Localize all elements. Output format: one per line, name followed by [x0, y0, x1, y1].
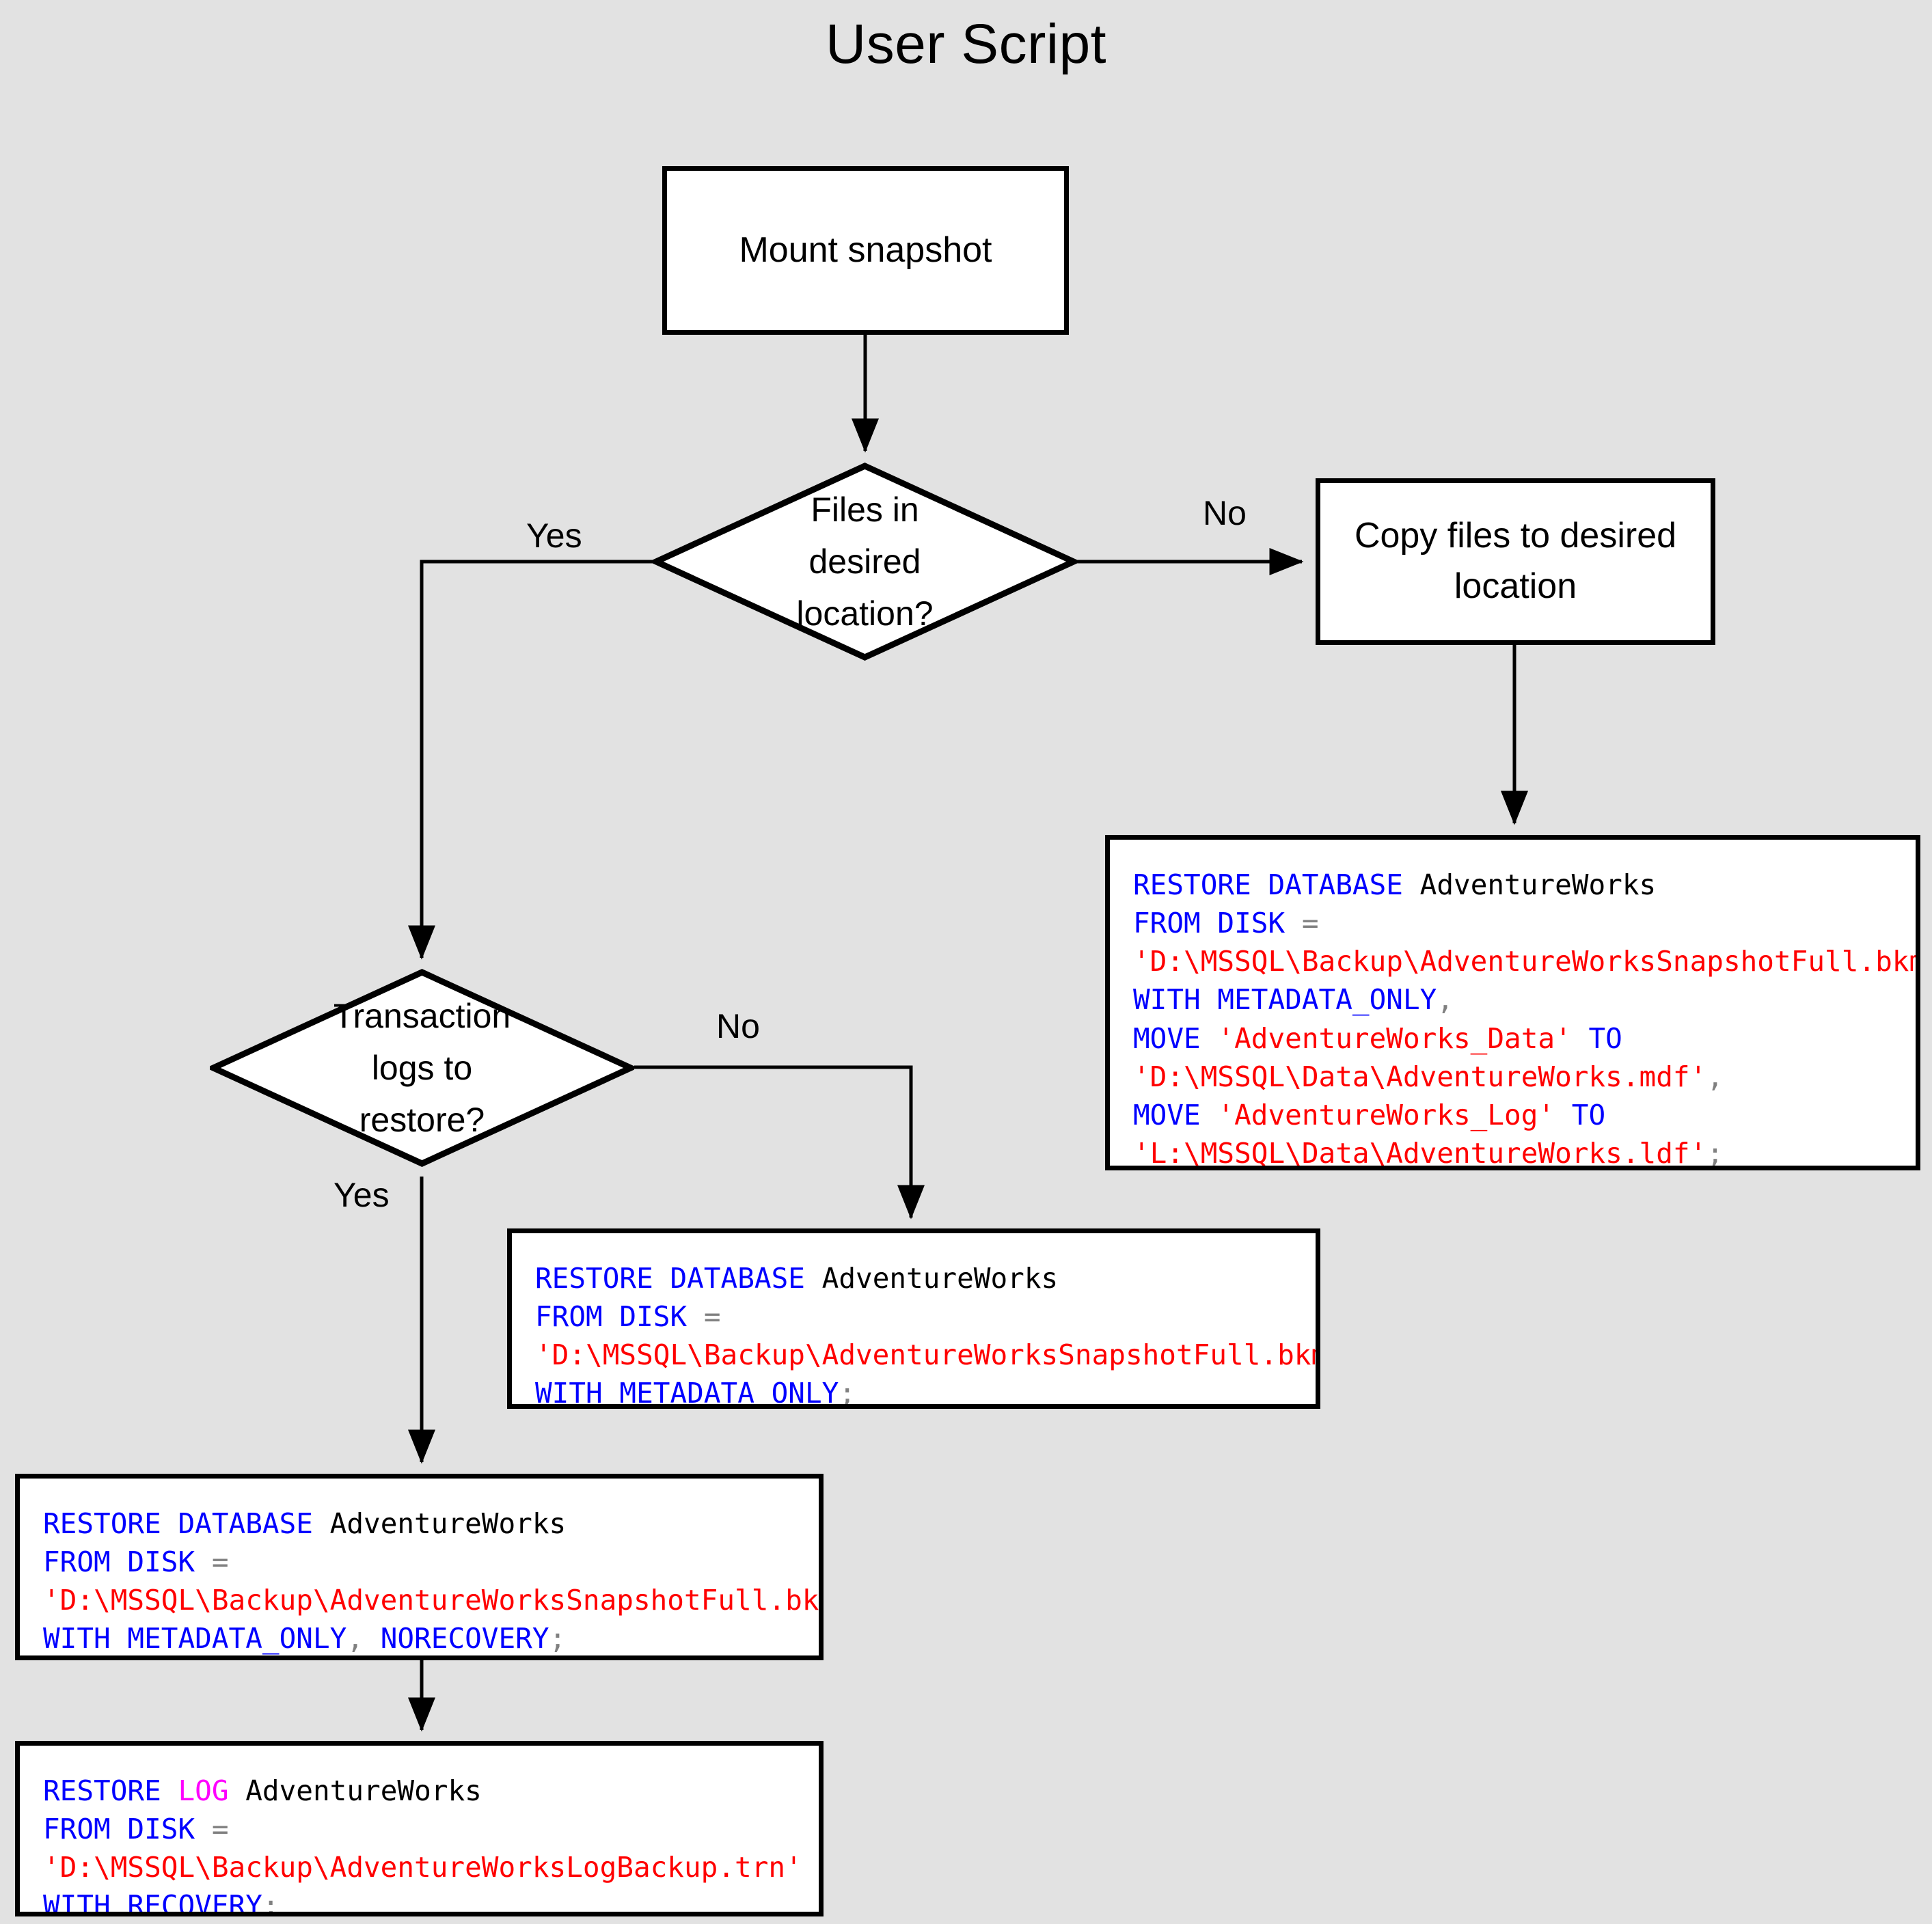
edge-label-files-no: No [1203, 494, 1247, 532]
code-line: FROM DISK = [535, 1297, 1316, 1336]
node-decision-transaction-logs-label: Transaction logs to restore? [333, 997, 511, 1139]
code-token: WITH METADATA_ONLY [43, 1622, 347, 1655]
code-token: LOG [178, 1774, 229, 1807]
diamond-shape [206, 969, 638, 1167]
code-token: , [346, 1622, 381, 1655]
code-token: 'AdventureWorks_Data' [1217, 1021, 1572, 1055]
code-token: FROM DISK [43, 1545, 212, 1579]
code-token: = [211, 1813, 229, 1846]
code-token: 'D:\MSSQL\Backup\AdventureWorksLogBackup… [43, 1851, 802, 1884]
node-decision-transaction-logs[interactable]: Transaction logs to restore? [206, 969, 638, 1167]
code-token: ; [262, 1889, 280, 1916]
code-line: RESTORE DATABASE AdventureWorks [1133, 866, 1916, 904]
code-token: WITH METADATA_ONLY [1133, 983, 1437, 1017]
code-token: ; [549, 1622, 567, 1655]
code-token: 'D:\MSSQL\Backup\AdventureWorksSnapshotF… [1133, 945, 1920, 978]
code-token: RESTORE DATABASE [535, 1262, 822, 1295]
code-line: RESTORE DATABASE AdventureWorks [535, 1259, 1316, 1297]
edge-label-logs-yes: Yes [334, 1176, 390, 1214]
code-token: = [211, 1545, 229, 1579]
code-line: WITH METADATA_ONLY, [1133, 980, 1916, 1019]
code-line: FROM DISK = [43, 1543, 819, 1581]
code-line: 'D:\MSSQL\Backup\AdventureWorksSnapshotF… [1133, 942, 1916, 980]
code-token: = [1301, 907, 1319, 940]
code-token: RESTORE DATABASE [43, 1507, 330, 1540]
code-token [229, 1774, 246, 1807]
code-line: WITH METADATA_ONLY, NORECOVERY; [43, 1619, 819, 1655]
code-token: 'L:\MSSQL\Data\AdventureWorks.ldf' [1133, 1137, 1707, 1170]
code-line: MOVE 'AdventureWorks_Log' TO [1133, 1096, 1916, 1134]
code-token: 'AdventureWorks_Log' [1217, 1098, 1555, 1131]
node-mount-snapshot-label: Mount snapshot [739, 230, 992, 270]
code-token: FROM DISK [1133, 907, 1302, 940]
code-line: MOVE 'AdventureWorks_Data' TO [1133, 1019, 1916, 1058]
code-token: 'D:\MSSQL\Backup\AdventureWorksSnapshotF… [43, 1584, 824, 1617]
code-line: 'D:\MSSQL\Backup\AdventureWorksSnapshotF… [43, 1581, 819, 1619]
code-token: RESTORE [43, 1774, 178, 1807]
node-mount-snapshot[interactable]: Mount snapshot [662, 166, 1069, 335]
node-decision-files-location[interactable]: Files in desired location? [649, 463, 1081, 661]
code-line: 'D:\MSSQL\Backup\AdventureWorksLogBackup… [43, 1848, 819, 1886]
code-token: RESTORE DATABASE [1133, 868, 1420, 901]
edge-label-logs-no: No [716, 1007, 760, 1045]
code-token: 'D:\MSSQL\Backup\AdventureWorksSnapshotF… [535, 1338, 1320, 1372]
code-token: FROM DISK [535, 1300, 704, 1334]
node-decision-files-location-label: Files in desired location? [796, 491, 934, 633]
code-line: RESTORE DATABASE AdventureWorks [43, 1504, 819, 1543]
code-token: NORECOVERY [380, 1622, 549, 1655]
code-token: ; [1706, 1137, 1724, 1170]
code-line: RESTORE LOG AdventureWorks [43, 1772, 819, 1810]
code-token: TO [1555, 1098, 1606, 1131]
code-line: 'L:\MSSQL\Data\AdventureWorks.ldf'; [1133, 1134, 1916, 1170]
code-token: AdventureWorks [245, 1774, 482, 1807]
code-token: ; [839, 1377, 856, 1409]
code-line: WITH METADATA_ONLY; [535, 1374, 1316, 1409]
code-line: WITH RECOVERY; [43, 1886, 819, 1916]
code-token: TO [1571, 1021, 1622, 1055]
code-token: WITH RECOVERY [43, 1889, 262, 1916]
node-copy-files[interactable]: Copy files to desired location [1316, 478, 1715, 645]
code-token: MOVE [1133, 1021, 1218, 1055]
node-copy-files-label: Copy files to desired location [1354, 516, 1677, 606]
code-token: , [1706, 1060, 1724, 1093]
code-line: FROM DISK = [1133, 904, 1916, 942]
code-token: MOVE [1133, 1098, 1218, 1131]
code-line: 'D:\MSSQL\Data\AdventureWorks.mdf', [1133, 1058, 1916, 1096]
code-token: AdventureWorks [821, 1262, 1059, 1295]
code-token: AdventureWorks [1419, 868, 1657, 901]
code-token: = [703, 1300, 721, 1334]
code-token: 'D:\MSSQL\Data\AdventureWorks.mdf' [1133, 1060, 1707, 1093]
code-token: AdventureWorks [329, 1507, 567, 1540]
page-title: User Script [825, 13, 1106, 75]
code-line: 'D:\MSSQL\Backup\AdventureWorksSnapshotF… [535, 1336, 1316, 1374]
code-token: WITH METADATA_ONLY [535, 1377, 839, 1409]
code-token: FROM DISK [43, 1813, 212, 1846]
edge-label-files-yes: Yes [526, 517, 582, 555]
code-line: FROM DISK = [43, 1810, 819, 1848]
code-token: , [1437, 983, 1454, 1017]
diamond-shape [649, 463, 1081, 661]
